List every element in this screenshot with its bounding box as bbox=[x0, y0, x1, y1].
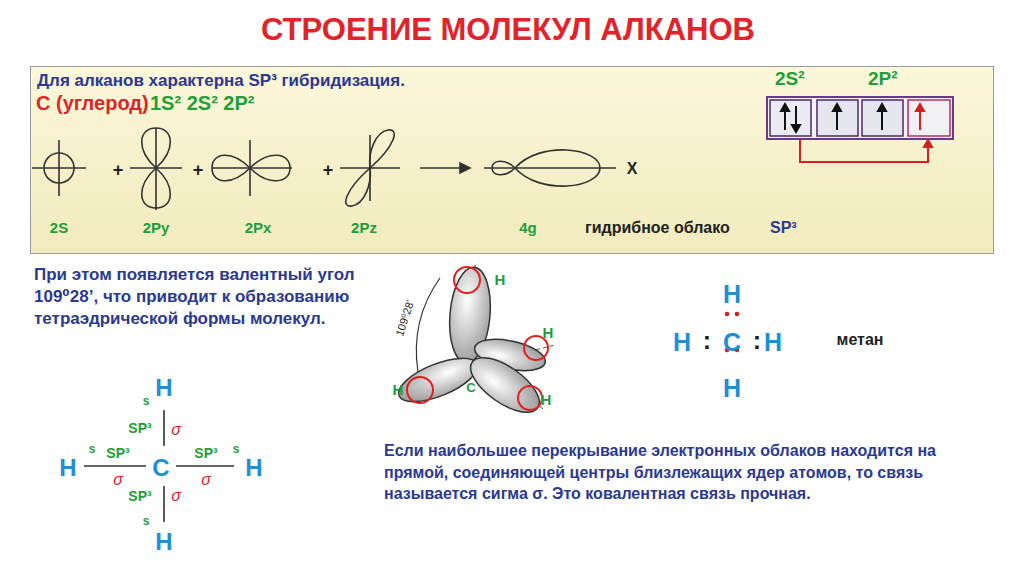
atom-label: H bbox=[723, 280, 741, 309]
molecule-name: метан bbox=[837, 331, 884, 349]
bond-lines bbox=[84, 410, 234, 522]
orbital-type: SP³ bbox=[194, 445, 217, 461]
orbital-label: 2Pz bbox=[351, 219, 377, 236]
atom-label: H bbox=[673, 328, 691, 357]
electron-pair: : bbox=[753, 326, 761, 355]
axis-label: X bbox=[627, 160, 638, 178]
sublevel-label: 2P² bbox=[868, 68, 898, 90]
hybrid-cloud-label: гидрибное облако bbox=[585, 219, 730, 237]
orbital-type: s bbox=[143, 515, 150, 529]
orbital-type: s bbox=[233, 443, 240, 457]
orbital-type: SP³ bbox=[128, 488, 151, 504]
atom-label: H bbox=[723, 374, 741, 403]
angle-label: 109⁰28’ bbox=[393, 298, 417, 338]
atom-label: H bbox=[541, 391, 552, 408]
atom-label: C bbox=[466, 381, 475, 396]
electron-cells bbox=[767, 97, 953, 162]
atom-label: H bbox=[155, 528, 172, 556]
atom-label: C bbox=[723, 328, 741, 357]
electron-config: 1S² 2S² 2P² bbox=[150, 92, 254, 115]
atom-label: H bbox=[495, 271, 506, 288]
tetrahedral-model bbox=[393, 265, 555, 423]
orbital-label: 2Px bbox=[245, 219, 272, 236]
panel-heading: Для алканов характерна SP³ гибридизация. bbox=[37, 71, 405, 91]
atom-label: H bbox=[393, 381, 404, 398]
orbital-type: SP³ bbox=[128, 420, 151, 436]
orbital-label: 2S bbox=[50, 219, 68, 236]
orbital-type: SP³ bbox=[106, 445, 129, 461]
atom-label: C bbox=[152, 454, 169, 482]
explanation-text: При этом появляется валентный угол 109⁰2… bbox=[34, 264, 374, 330]
plus-sign: + bbox=[323, 160, 334, 181]
orbitals bbox=[32, 128, 616, 210]
atom-label: H bbox=[245, 454, 262, 482]
atom-label: H bbox=[764, 328, 782, 357]
element-name: С (углерод) bbox=[36, 92, 149, 115]
electron-pair: : bbox=[703, 326, 711, 355]
page-title: СТРОЕНИЕ МОЛЕКУЛ АЛКАНОВ bbox=[0, 12, 1020, 48]
plus-sign: + bbox=[193, 160, 204, 181]
bond-type: σ bbox=[171, 487, 181, 505]
explanation-text: Если наибольшее перекрывание электронных… bbox=[384, 440, 999, 505]
bond-type: σ bbox=[113, 471, 123, 489]
orbital-type: s bbox=[143, 395, 150, 409]
plus-sign: + bbox=[113, 160, 124, 181]
sublevel-label: 2S² bbox=[775, 68, 805, 90]
orbital-label: 2Py bbox=[143, 219, 170, 236]
bond-type: σ bbox=[201, 471, 211, 489]
bond-type: σ bbox=[171, 421, 181, 439]
atom-label: H bbox=[155, 374, 172, 402]
orbital-type: s bbox=[89, 443, 96, 457]
atom-label: H bbox=[543, 324, 554, 341]
hybrid-type: SP³ bbox=[770, 219, 797, 237]
atom-label: H bbox=[59, 454, 76, 482]
orbital-label: 4g bbox=[519, 219, 537, 236]
